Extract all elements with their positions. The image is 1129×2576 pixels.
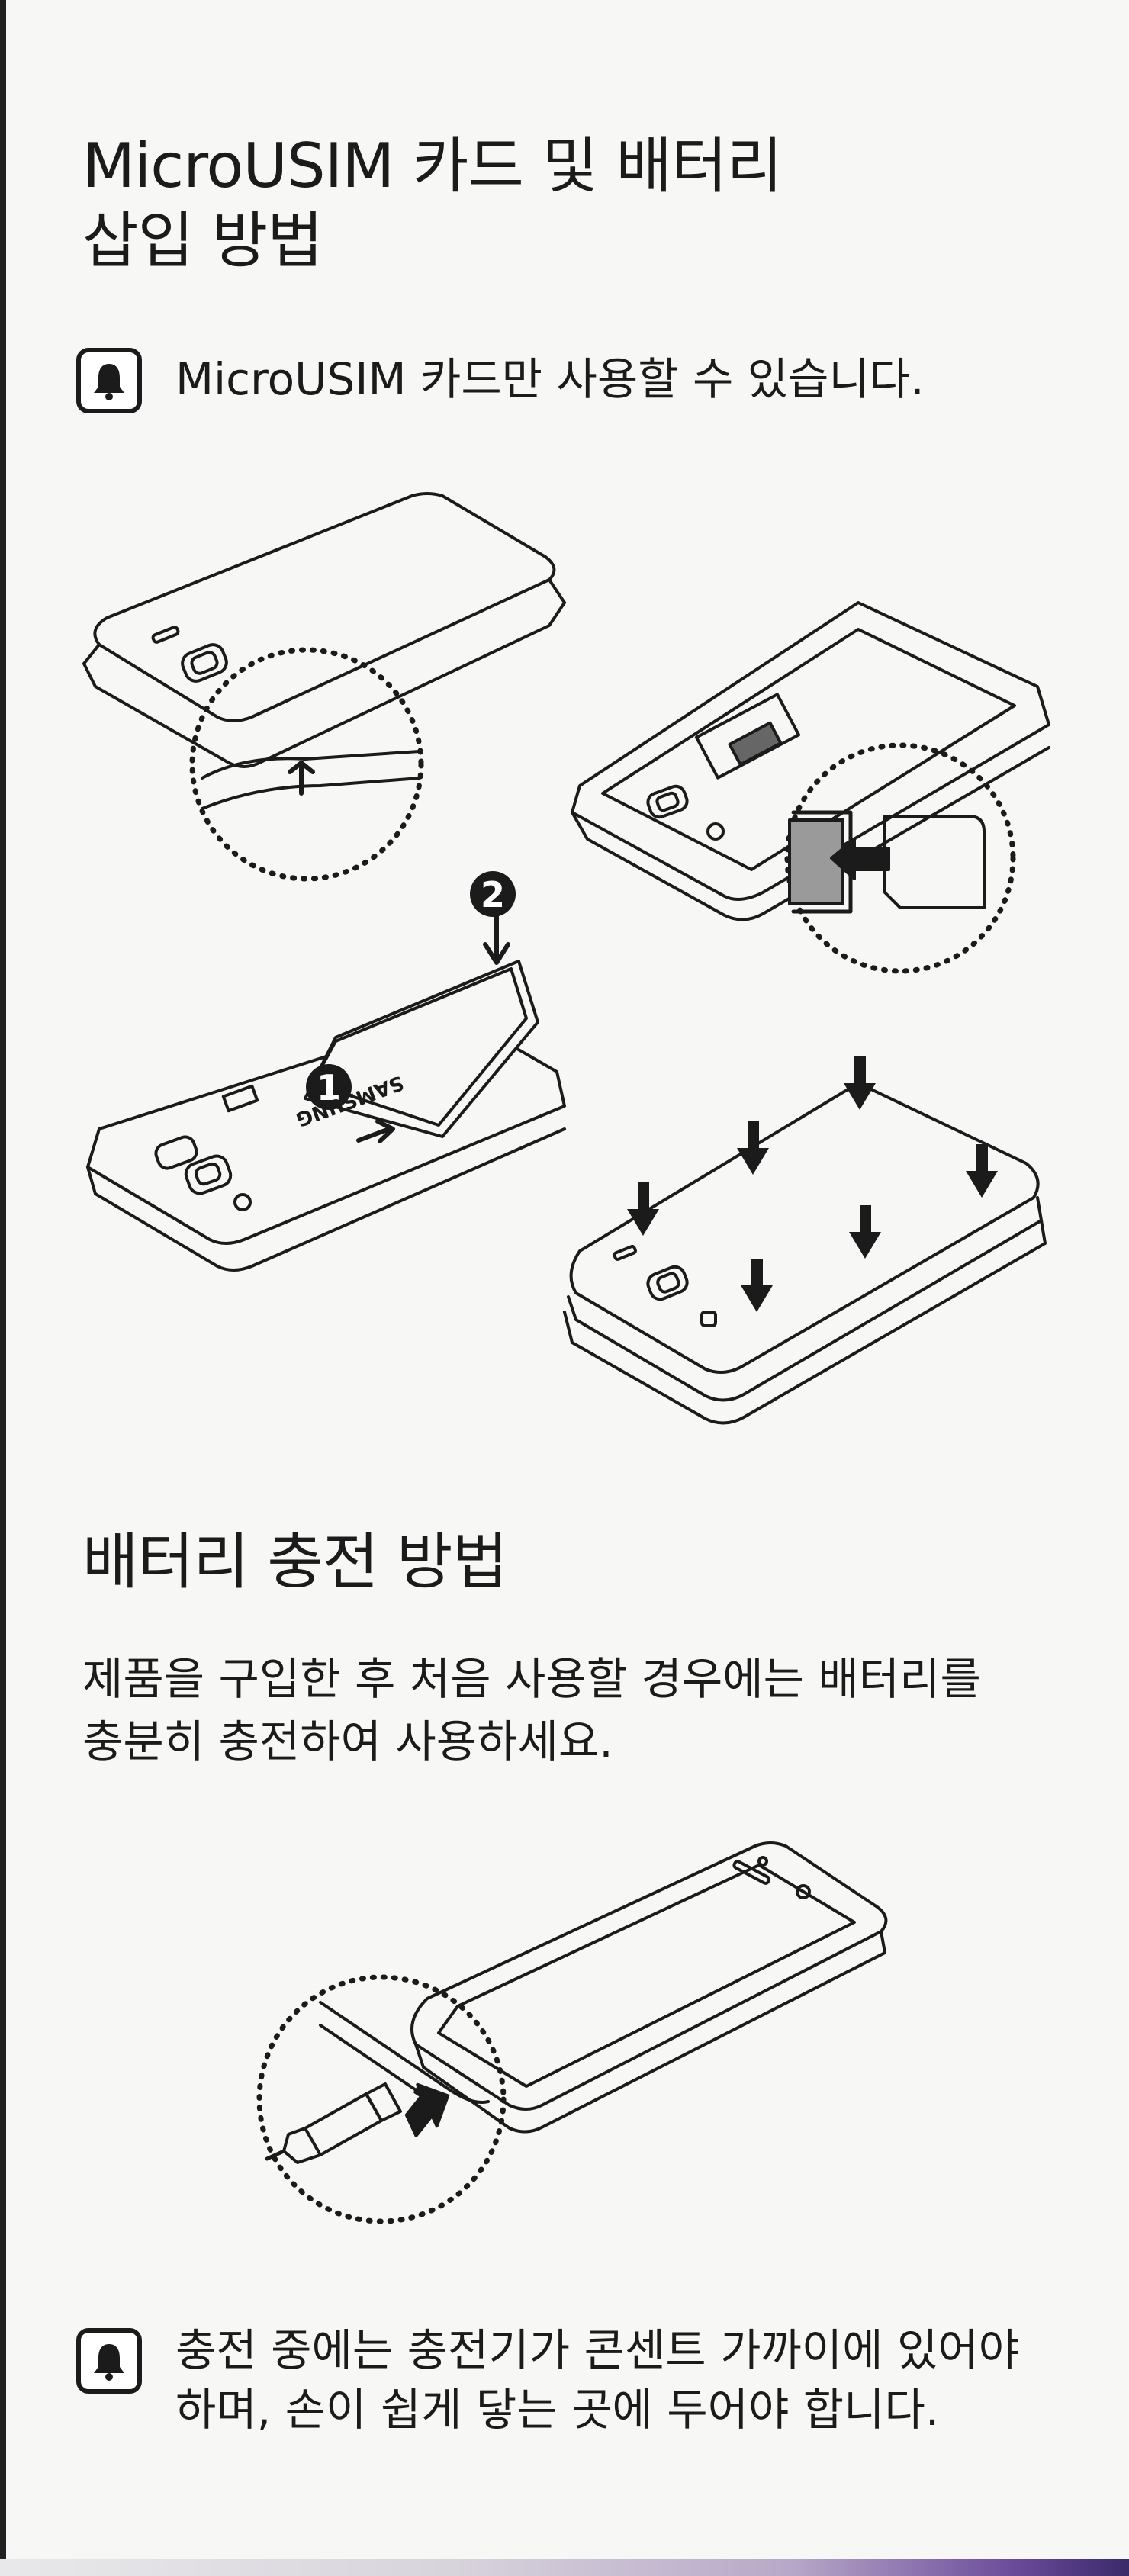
- charging-note-line1: 충전 중에는 충전기가 콘센트 가까이에 있어야: [175, 2324, 1020, 2376]
- charging-note: 충전 중에는 충전기가 콘센트 가까이에 있어야 하며, 손이 쉽게 닿는 곳에…: [76, 2324, 1019, 2439]
- charging-note-text: 충전 중에는 충전기가 콘센트 가까이에 있어야 하며, 손이 쉽게 닿는 곳에…: [175, 2320, 1019, 2439]
- figure-charging: [256, 1841, 888, 2224]
- press-arrows: [627, 1056, 998, 1312]
- page-edge-bottom: [0, 2559, 1129, 2576]
- bell-icon: [76, 2328, 142, 2394]
- figure-remove-cover: [82, 492, 566, 882]
- sim-note-text: MicroUSIM 카드만 사용할 수 있습니다.: [175, 353, 925, 405]
- charging-instructions: 제품을 구입한 후 처음 사용할 경우에는 배터리를 충분히 충전하여 사용하세…: [82, 1648, 1074, 1773]
- step-badge-2: [470, 871, 516, 917]
- figure-insert-sim: [571, 601, 1050, 974]
- bell-icon: [76, 348, 142, 413]
- section-title-charging: 배터리 충전 방법: [82, 1526, 508, 1597]
- section-title-sim-line1: MicroUSIM 카드 및 배터리: [82, 130, 783, 201]
- charging-text-line1: 제품을 구입한 후 처음 사용할 경우에는 배터리를: [82, 1653, 981, 1705]
- section-title-sim-line2: 삽입 방법: [82, 205, 323, 276]
- figure-close-cover: [563, 1082, 1047, 1425]
- charging-note-line2: 하며, 손이 쉽게 닿는 곳에 두어야 합니다.: [175, 2384, 940, 2436]
- step-badge-1: [306, 1064, 352, 1110]
- figure-insert-battery: [86, 902, 566, 1272]
- page-edge: [0, 0, 6, 2576]
- sim-note: MicroUSIM 카드만 사용할 수 있습니다.: [76, 348, 925, 413]
- step-number-2: 2: [481, 874, 505, 915]
- step-number-1: 1: [317, 1067, 341, 1108]
- charging-text-line2: 충분히 충전하여 사용하세요.: [82, 1716, 613, 1767]
